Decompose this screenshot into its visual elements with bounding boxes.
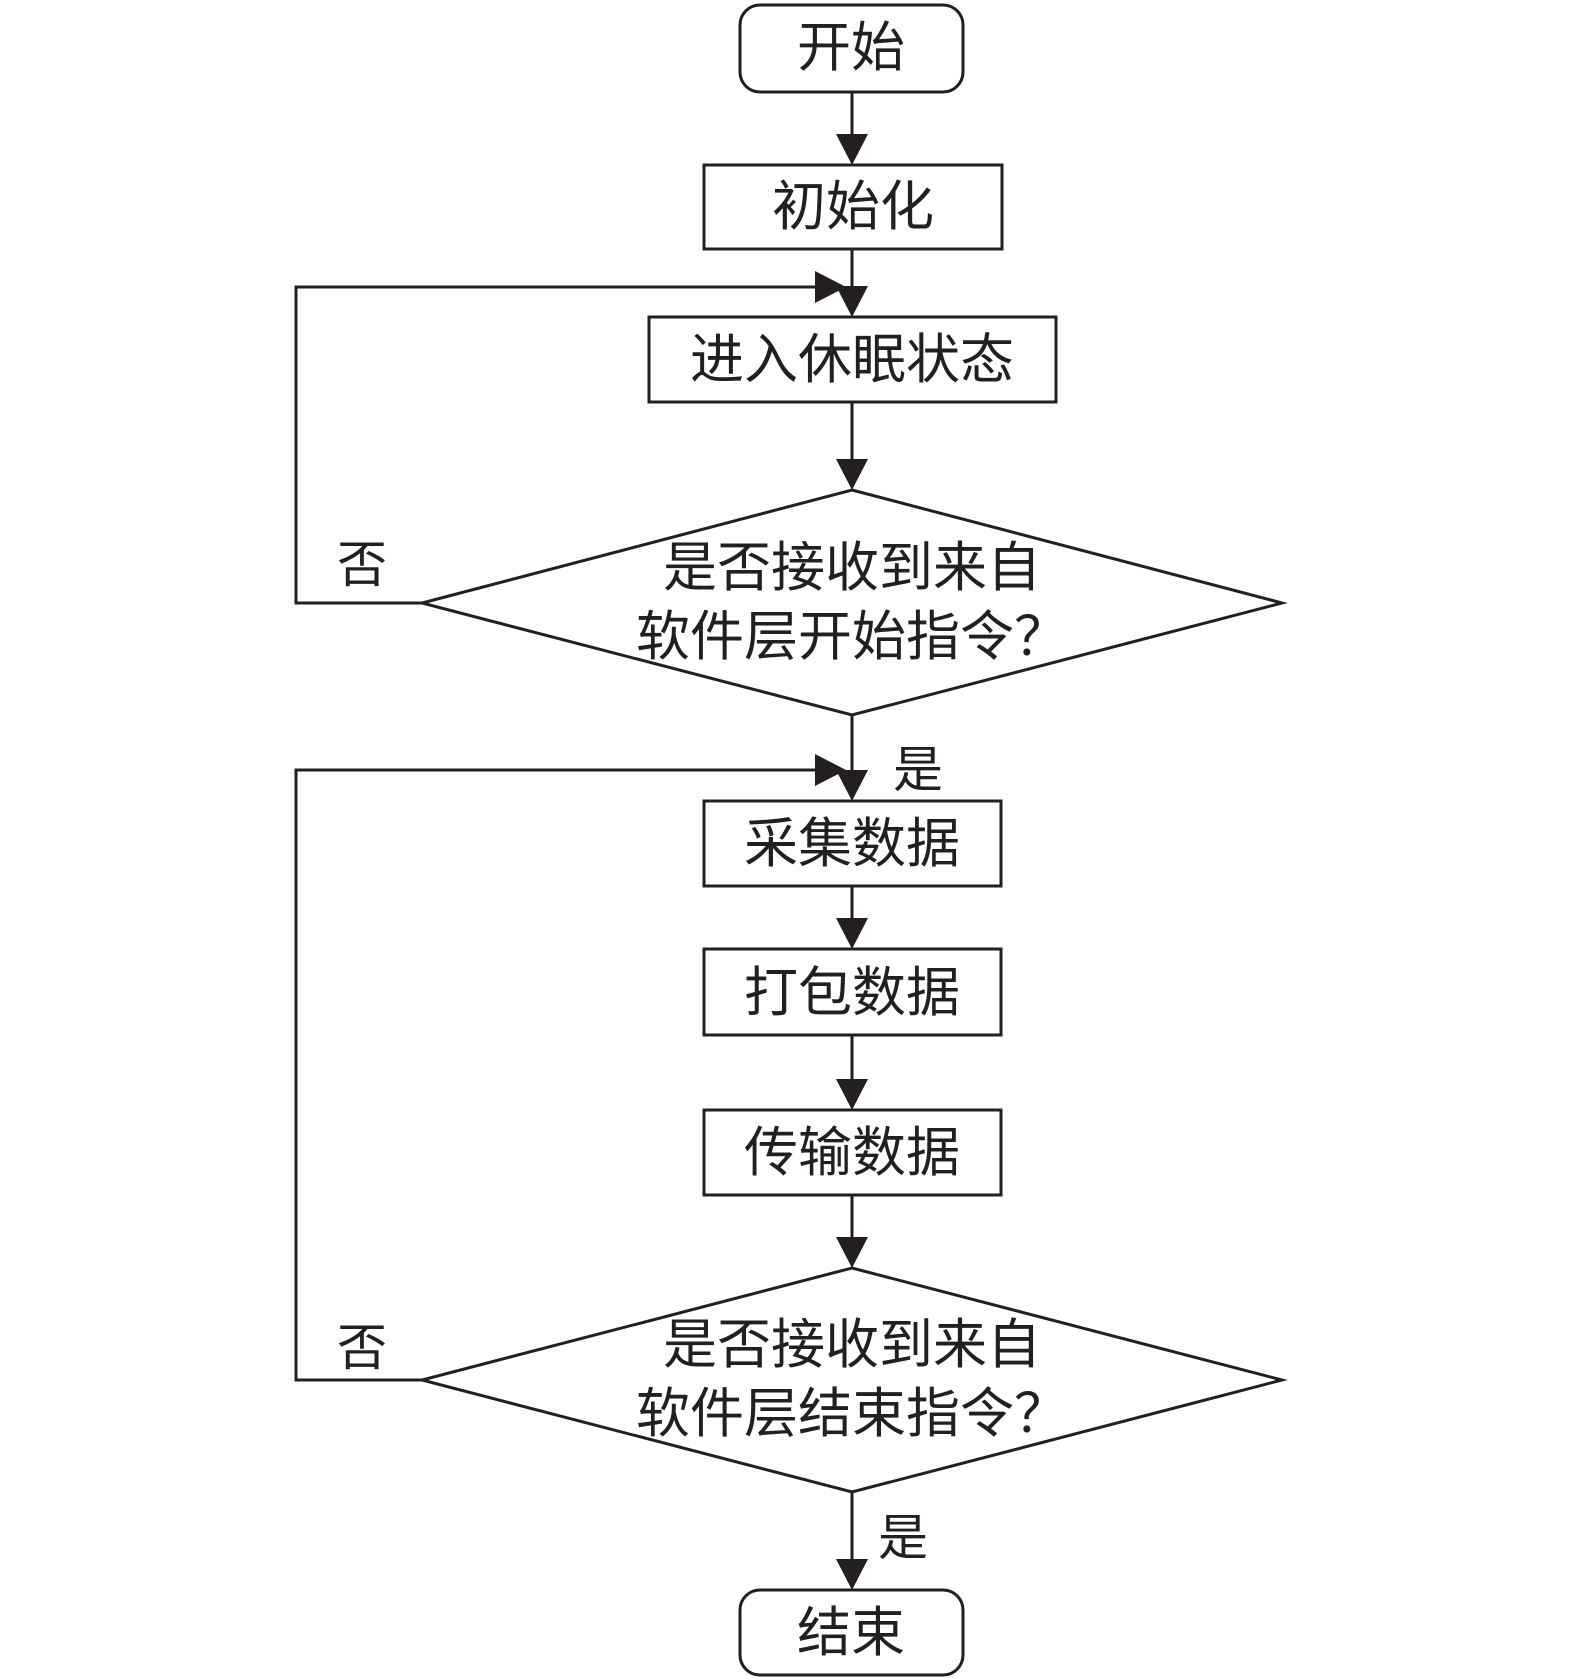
sleep-label: 进入休眠状态 xyxy=(690,328,1014,391)
decision1-line2: 软件层开始指令？ xyxy=(636,605,1068,668)
arrowhead-decision1-no-loop xyxy=(815,271,846,303)
collect-node: 采集数据 xyxy=(702,799,1003,888)
decision2-node: 是否接收到来自 软件层结束指令？ xyxy=(416,1266,1288,1494)
arrowhead-pack-transmit xyxy=(836,1079,868,1110)
arrowhead-init-sleep xyxy=(836,286,868,317)
arrowhead-sleep-decision1 xyxy=(836,459,868,490)
start-label: 开始 xyxy=(797,16,905,79)
decision1-no-label: 否 xyxy=(337,536,387,594)
decision2-no-label: 否 xyxy=(337,1319,387,1377)
sleep-node: 进入休眠状态 xyxy=(647,315,1058,404)
transmit-label: 传输数据 xyxy=(744,1121,960,1184)
decision1-line1: 是否接收到来自 xyxy=(663,536,1041,599)
start-node: 开始 xyxy=(738,3,965,94)
decision2-line2: 软件层结束指令？ xyxy=(636,1382,1068,1445)
arrowhead-start-init xyxy=(836,134,868,165)
edge-decision2-no-loop xyxy=(294,768,820,1382)
decision2-yes-label: 是 xyxy=(878,1509,928,1567)
collect-label: 采集数据 xyxy=(744,812,960,875)
transmit-node: 传输数据 xyxy=(702,1108,1003,1197)
pack-label: 打包数据 xyxy=(744,961,960,1024)
arrowhead-collect-pack xyxy=(836,918,868,949)
decision1-yes-label: 是 xyxy=(893,741,943,799)
init-label: 初始化 xyxy=(772,175,934,238)
end-label: 结束 xyxy=(797,1601,905,1664)
decision2-line1: 是否接收到来自 xyxy=(663,1313,1041,1376)
init-node: 初始化 xyxy=(702,163,1004,251)
end-node: 结束 xyxy=(738,1588,965,1677)
arrowhead-decision1-yes xyxy=(836,770,868,801)
arrowhead-decision2-no-loop xyxy=(815,754,846,786)
decision1-node: 是否接收到来自 软件层开始指令？ xyxy=(416,488,1288,717)
arrowhead-transmit-decision2 xyxy=(836,1237,868,1268)
arrowhead-decision2-yes xyxy=(836,1559,868,1590)
edge-decision1-no-loop xyxy=(294,285,820,605)
pack-node: 打包数据 xyxy=(702,947,1003,1037)
